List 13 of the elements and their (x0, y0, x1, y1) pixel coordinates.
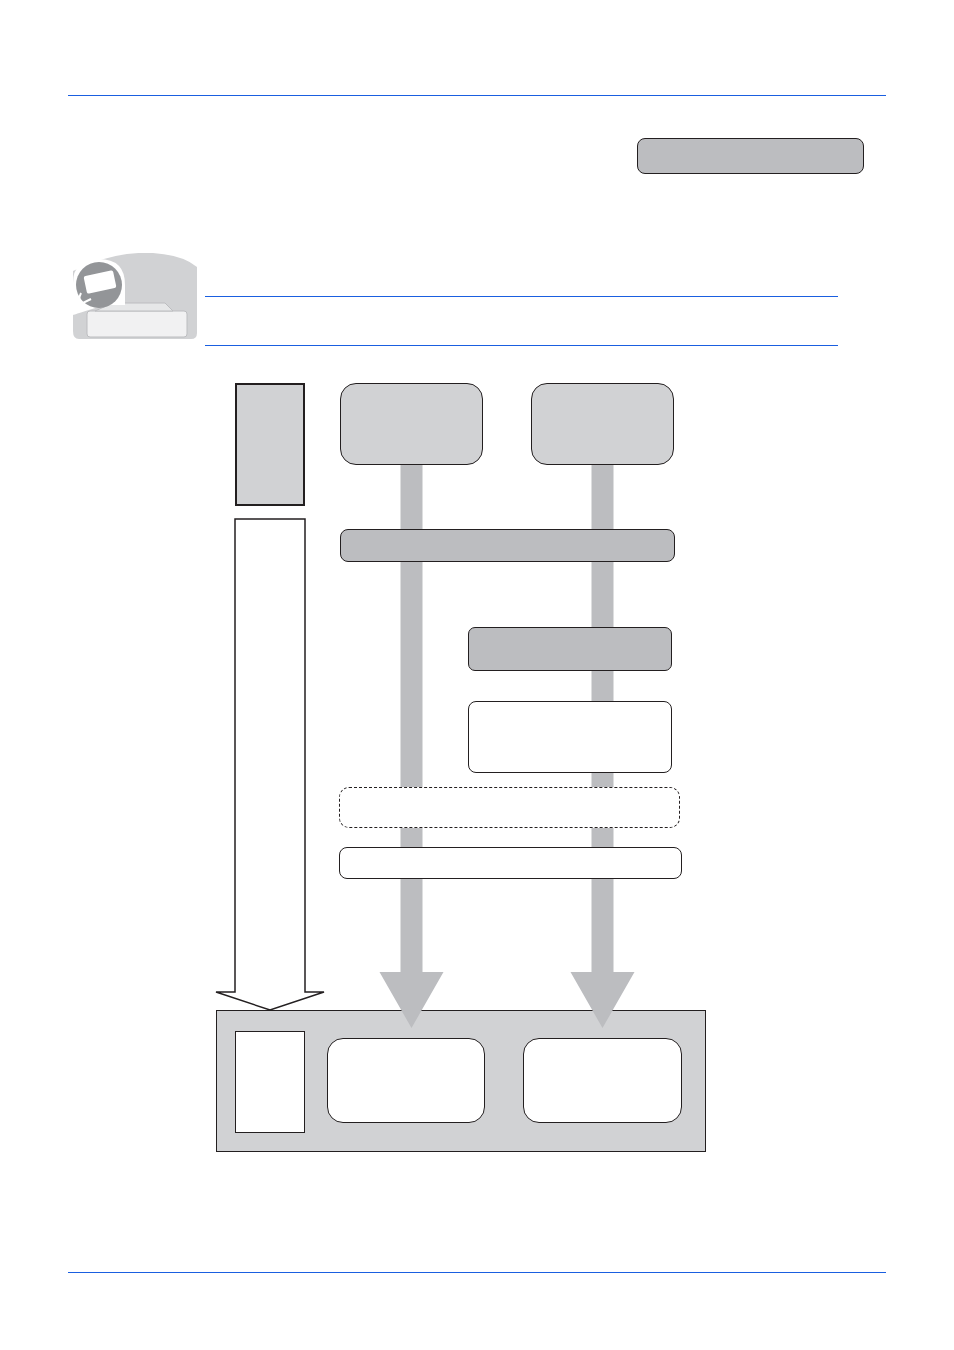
rounded-box (340, 383, 483, 465)
process-box (468, 701, 672, 773)
optional-bar (339, 787, 680, 828)
block-arrow (215, 518, 325, 1011)
result-box (326, 1037, 485, 1123)
result-panel (216, 1010, 706, 1152)
process-bar (339, 847, 682, 879)
rounded-box (531, 383, 674, 465)
result-box (234, 1030, 305, 1133)
result-box (522, 1037, 682, 1123)
process-box (468, 627, 672, 671)
process-bar (340, 529, 675, 562)
step-box (235, 383, 305, 506)
